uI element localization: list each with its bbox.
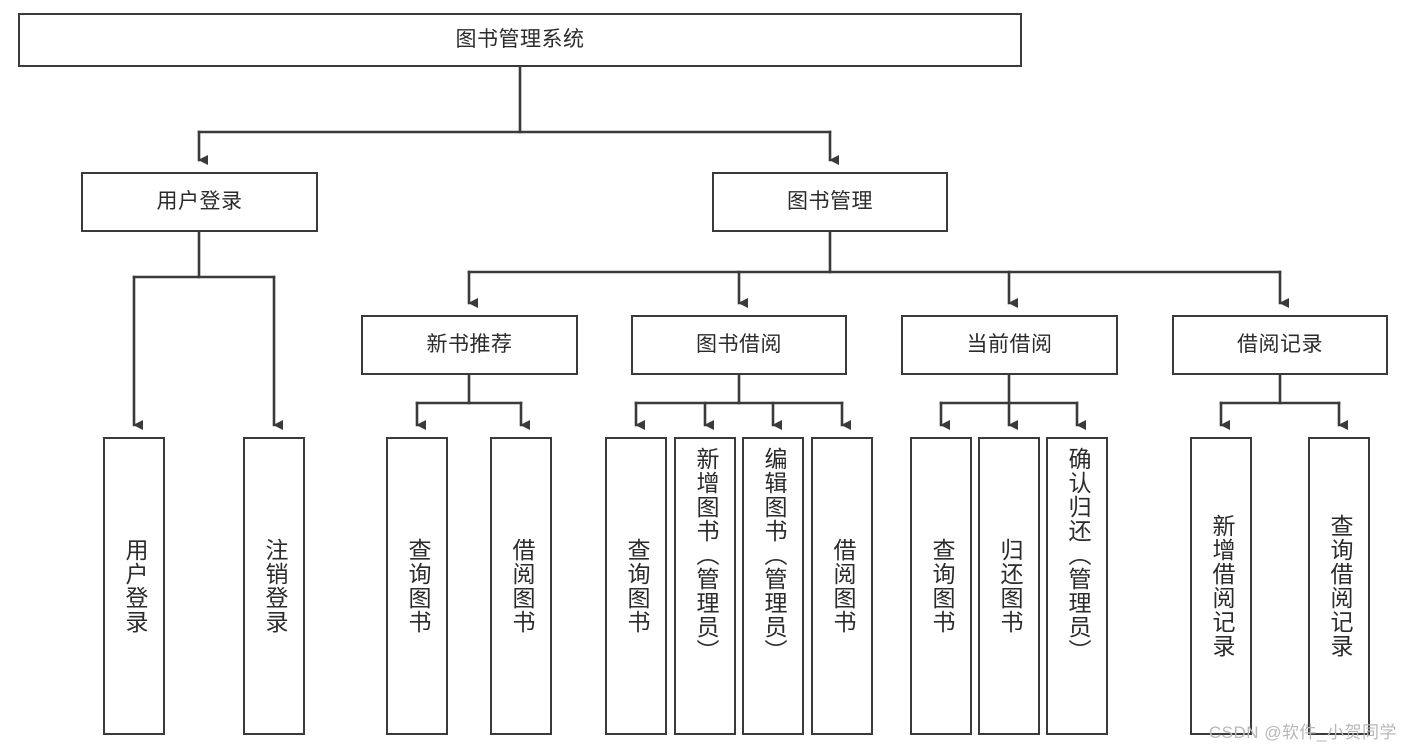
- leaf-user-login[interactable]: 用户登录: [103, 437, 165, 735]
- leaf-logout[interactable]: 注销登录: [243, 437, 305, 735]
- leaf-current-query-book[interactable]: 查询图书: [910, 437, 972, 735]
- leaf-newbook-borrow-book-label: 借阅图书: [508, 538, 535, 634]
- leaf-records-add-record[interactable]: 新增借阅记录: [1190, 437, 1252, 735]
- node-root[interactable]: 图书管理系统: [18, 13, 1022, 67]
- leaf-records-add-record-label: 新增借阅记录: [1208, 514, 1235, 658]
- node-new-book-recommend[interactable]: 新书推荐: [361, 315, 578, 375]
- leaf-newbook-borrow-book[interactable]: 借阅图书: [490, 437, 552, 735]
- leaf-borrow-edit-book-admin-label: 编辑图书（管理员）: [760, 447, 787, 663]
- node-current-borrow-label: 当前借阅: [966, 332, 1053, 356]
- leaf-records-query-record[interactable]: 查询借阅记录: [1308, 437, 1370, 735]
- node-borrow-records[interactable]: 借阅记录: [1172, 315, 1388, 375]
- node-borrow-records-label: 借阅记录: [1237, 332, 1323, 356]
- leaf-borrow-query-book-label: 查询图书: [623, 538, 650, 634]
- leaf-borrow-borrow-book-label: 借阅图书: [829, 538, 856, 634]
- node-user-login-label: 用户登录: [156, 189, 243, 213]
- node-book-management-label: 图书管理: [787, 189, 873, 213]
- leaf-borrow-add-book-admin-label: 新增图书（管理员）: [692, 447, 719, 663]
- node-book-management[interactable]: 图书管理: [712, 172, 948, 232]
- leaf-borrow-edit-book-admin[interactable]: 编辑图书（管理员）: [742, 437, 804, 735]
- leaf-newbook-query-book[interactable]: 查询图书: [386, 437, 448, 735]
- leaf-user-login-label: 用户登录: [121, 538, 148, 634]
- leaf-current-query-book-label: 查询图书: [928, 538, 955, 634]
- leaf-current-return-book-label: 归还图书: [996, 538, 1023, 634]
- leaf-borrow-query-book[interactable]: 查询图书: [605, 437, 667, 735]
- node-user-login[interactable]: 用户登录: [81, 172, 318, 232]
- node-current-borrow[interactable]: 当前借阅: [901, 315, 1118, 375]
- leaf-current-confirm-return-admin-label: 确认归还（管理员）: [1064, 447, 1091, 663]
- leaf-borrow-borrow-book[interactable]: 借阅图书: [811, 437, 873, 735]
- leaf-current-confirm-return-admin[interactable]: 确认归还（管理员）: [1046, 437, 1108, 735]
- leaf-current-return-book[interactable]: 归还图书: [978, 437, 1040, 735]
- node-book-borrow-label: 图书借阅: [696, 332, 782, 356]
- node-new-book-recommend-label: 新书推荐: [426, 332, 513, 356]
- node-root-label: 图书管理系统: [455, 27, 585, 51]
- leaf-records-query-record-label: 查询借阅记录: [1326, 514, 1353, 658]
- leaf-logout-label: 注销登录: [261, 538, 288, 634]
- leaf-newbook-query-book-label: 查询图书: [404, 538, 431, 634]
- node-book-borrow[interactable]: 图书借阅: [631, 315, 847, 375]
- leaf-borrow-add-book-admin[interactable]: 新增图书（管理员）: [674, 437, 736, 735]
- csdn-watermark: CSDN @软件_小贺同学: [1208, 723, 1397, 742]
